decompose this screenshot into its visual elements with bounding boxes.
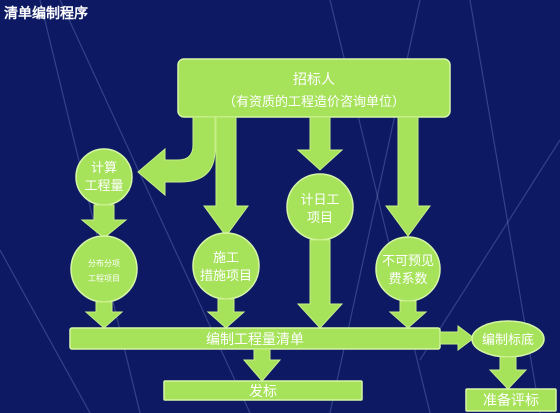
arrow-bill-to-base-price	[439, 325, 475, 351]
daywork-label-2: 项目	[307, 211, 333, 226]
arrow-tender-to-daywork	[296, 116, 344, 171]
calc-quantity-node: 计算 工程量	[75, 148, 133, 206]
prepare-evaluation-box: 准备评标	[465, 388, 557, 412]
measures-shape	[192, 232, 260, 300]
base-price-label: 编制标底	[482, 332, 534, 348]
measures-label-1: 施工	[213, 251, 239, 266]
tender-label-1: 招标人	[293, 72, 335, 88]
division-items-label-1: 分布分项	[88, 258, 120, 268]
contingency-shape	[375, 236, 441, 302]
division-items-label-2: 工程项目	[88, 274, 120, 283]
arrow-calc-to-division	[80, 204, 128, 239]
issue-tender-box: 发标	[163, 380, 363, 401]
issue-tender-label: 发标	[249, 384, 277, 400]
bill-of-quantities-bar: 编制工程量清单	[69, 327, 441, 350]
issue-tender-shape	[163, 380, 363, 401]
arrow-tender-to-measures	[203, 116, 249, 237]
contingency-label-2: 费系数	[388, 272, 427, 287]
arrow-contingency-to-bill	[388, 300, 428, 329]
contingency-node: 不可预见 费系数	[375, 236, 441, 302]
calc-quantity-label-1: 计算	[91, 161, 117, 176]
measures-label-2: 措施项目	[200, 269, 252, 284]
calc-quantity-shape	[75, 148, 133, 206]
contingency-label-1: 不可预见	[382, 254, 434, 269]
division-items-shape	[70, 235, 138, 303]
page-title: 清单编制程序	[4, 5, 88, 22]
arrow-daywork-to-bill	[296, 239, 344, 329]
arrow-division-to-bill	[84, 301, 124, 329]
arrow-bill-to-issue	[242, 348, 282, 382]
calc-quantity-label-2: 工程量	[84, 179, 123, 194]
base-price-node: 编制标底	[471, 320, 545, 358]
bill-of-quantities-label: 编制工程量清单	[206, 332, 304, 348]
arrow-measures-to-bill	[206, 298, 246, 329]
daywork-label-1: 计日工	[300, 193, 339, 208]
daywork-node: 计日工 项目	[286, 173, 354, 241]
tender-box: 招标人 （有资质的工程造价咨询单位）	[177, 58, 451, 118]
measures-node: 施工 措施项目	[192, 232, 260, 300]
arrow-tender-to-calc	[137, 116, 216, 197]
arrow-tender-to-contingency	[385, 116, 431, 237]
prepare-evaluation-label: 准备评标	[483, 392, 539, 409]
arrow-base-price-to-evaluate	[488, 356, 528, 390]
division-items-node: 分布分项 工程项目	[70, 235, 138, 303]
prepare-evaluation-shape	[465, 388, 557, 412]
tender-label-2: （有资质的工程造价咨询单位）	[223, 94, 405, 110]
